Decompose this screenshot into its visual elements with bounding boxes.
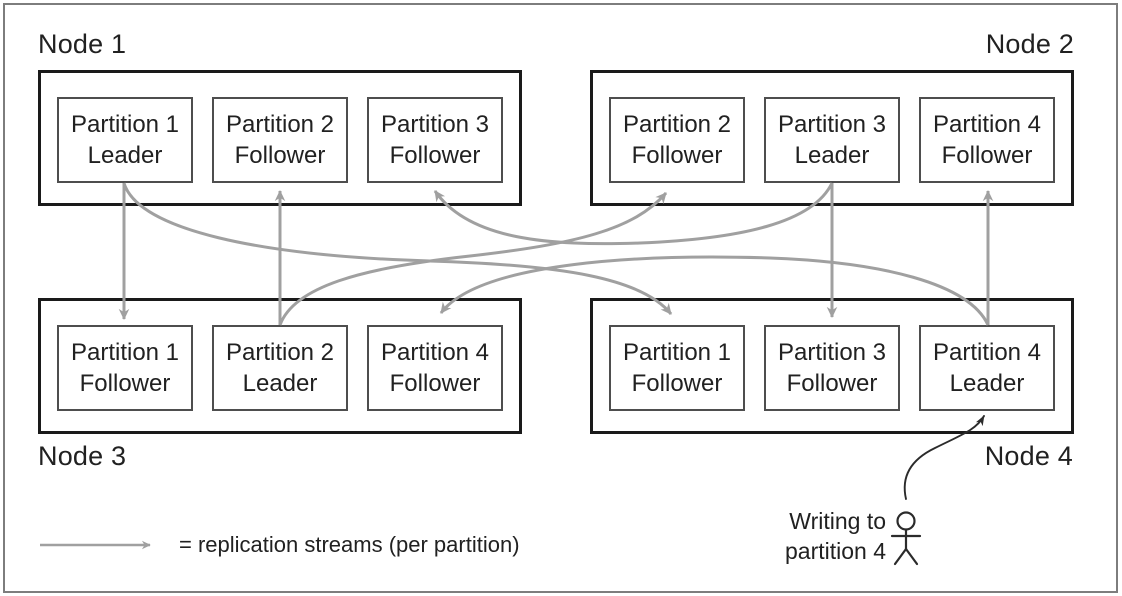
node4-label: Node 4 (984, 441, 1073, 471)
partition-name: Partition 1 (622, 339, 732, 366)
partition-name: Partition 4 (380, 339, 490, 366)
partition-name: Partition 3 (380, 111, 490, 138)
partition-role: Leader (87, 142, 163, 169)
partition-name: Partition 3 (777, 339, 887, 366)
node1-partition1-box: Partition 1 Leader (57, 97, 193, 183)
partition-name: Partition 4 (932, 339, 1042, 366)
node1-box: Partition 1 Leader Partition 2 Follower … (38, 70, 522, 206)
node2-box: Partition 2 Follower Partition 3 Leader … (590, 70, 1074, 206)
node2-partition4-box: Partition 4 Follower (919, 97, 1055, 183)
node3-partition1-box: Partition 1 Follower (57, 325, 193, 411)
outer-frame (3, 3, 1118, 593)
node4-partition4-box: Partition 4 Leader (919, 325, 1055, 411)
write-annotation-line2: partition 4 (784, 538, 886, 564)
node2-partition2-box: Partition 2 Follower (609, 97, 745, 183)
partition-name: Partition 3 (777, 111, 887, 138)
node4-partition3-box: Partition 3 Follower (764, 325, 900, 411)
partition-name: Partition 4 (932, 111, 1042, 138)
partition-role: Follower (79, 370, 171, 397)
node2-partition3-box: Partition 3 Leader (764, 97, 900, 183)
node3-partition4-box: Partition 4 Follower (367, 325, 503, 411)
node2-label: Node 2 (985, 29, 1074, 59)
partition-role: Follower (234, 142, 326, 169)
partition-role: Leader (949, 370, 1025, 397)
partition-name: Partition 1 (70, 111, 180, 138)
node1-partition3-box: Partition 3 Follower (367, 97, 503, 183)
partition-role: Follower (631, 370, 723, 397)
write-annotation-line1: Writing to (789, 508, 886, 534)
node4-box: Partition 1 Follower Partition 3 Followe… (590, 298, 1074, 434)
partition-role: Leader (794, 142, 870, 169)
node1-partition2-box: Partition 2 Follower (212, 97, 348, 183)
node4-partition1-box: Partition 1 Follower (609, 325, 745, 411)
partition-name: Partition 2 (622, 111, 732, 138)
partition-role: Follower (786, 370, 878, 397)
partition-role: Follower (631, 142, 723, 169)
partition-role: Leader (242, 370, 318, 397)
partition-name: Partition 2 (225, 111, 335, 138)
node3-partition2-box: Partition 2 Leader (212, 325, 348, 411)
partition-role: Follower (941, 142, 1033, 169)
partition-name: Partition 1 (70, 339, 180, 366)
partition-role: Follower (389, 370, 481, 397)
partition-name: Partition 2 (225, 339, 335, 366)
node3-box: Partition 1 Follower Partition 2 Leader … (38, 298, 522, 434)
write-annotation: Writing to partition 4 (700, 506, 886, 566)
node1-label: Node 1 (38, 29, 127, 59)
node3-label: Node 3 (38, 441, 127, 471)
legend-label: = replication streams (per partition) (179, 532, 520, 557)
partition-role: Follower (389, 142, 481, 169)
